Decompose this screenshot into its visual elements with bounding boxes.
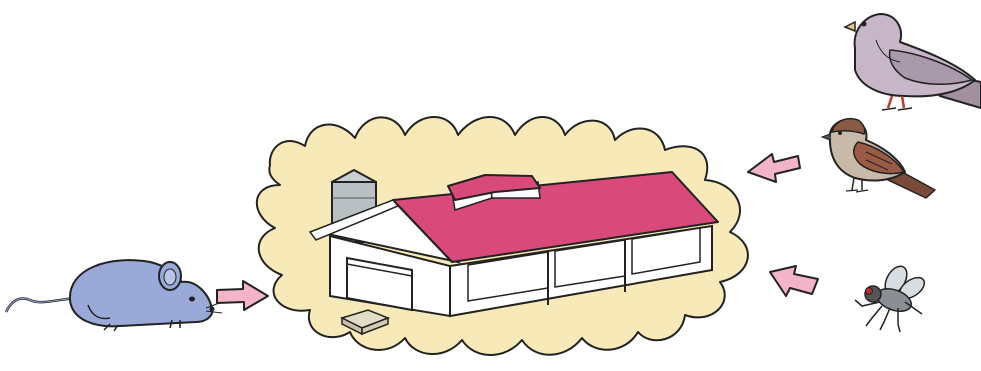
fly-icon xyxy=(855,263,928,332)
sparrow-icon xyxy=(822,119,935,198)
arrow-left-icon xyxy=(748,154,800,182)
arrow-left-icon xyxy=(770,266,818,296)
mouse-icon xyxy=(6,260,222,331)
pigeon-icon xyxy=(845,14,981,110)
arrow-right-icon xyxy=(217,281,268,310)
